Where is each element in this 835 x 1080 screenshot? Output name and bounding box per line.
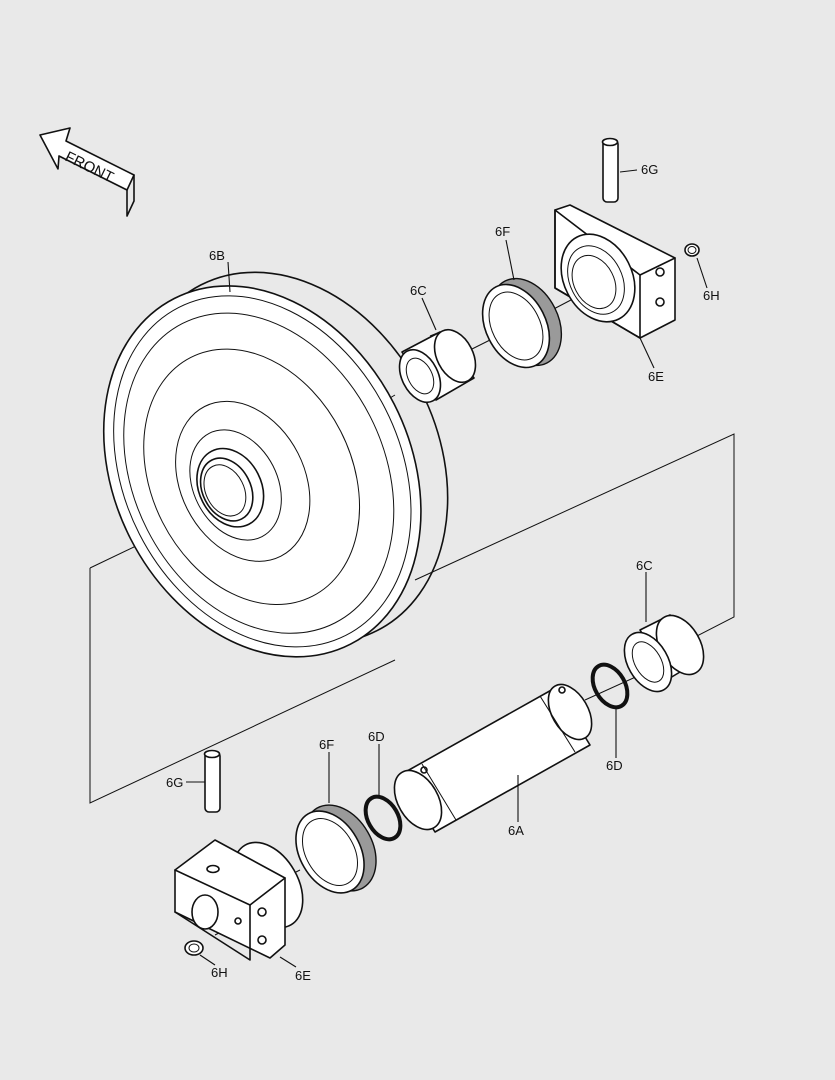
callout-6F-upper: 6F: [495, 224, 510, 239]
callout-6E-upper: 6E: [648, 369, 664, 384]
callout-6C-lower: 6C: [636, 558, 653, 573]
callout-6A: 6A: [508, 823, 524, 838]
seal-6F-upper: [481, 277, 563, 369]
callout-labels: 6B 6C 6F 6G 6H 6E 6C 6D 6A 6D 6F 6G 6H 6…: [166, 162, 720, 983]
seal-6F-lower: [295, 804, 377, 894]
callout-6F-lower: 6F: [319, 737, 334, 752]
bracket-6E-upper: [554, 204, 676, 339]
pin-6G-lower: [203, 749, 221, 813]
collar-6C-upper: [398, 328, 477, 404]
callout-6E-lower: 6E: [295, 968, 311, 983]
idler-wheel-6B: [102, 271, 449, 658]
callout-6C-upper: 6C: [410, 283, 427, 298]
o-ring-6D-left: [363, 794, 403, 842]
callout-6G-upper: 6G: [641, 162, 658, 177]
leader-lines: [186, 169, 708, 968]
callout-6H-upper: 6H: [703, 288, 720, 303]
callout-6D-right: 6D: [606, 758, 623, 773]
front-direction-arrow: FRONT: [39, 127, 135, 217]
plug-6H-lower: [184, 940, 204, 956]
pin-6G-upper: [601, 137, 619, 203]
shaft-6A: [393, 683, 593, 833]
callout-6G-lower: 6G: [166, 775, 183, 790]
o-ring-6D-right: [590, 662, 630, 710]
callout-6H-lower: 6H: [211, 965, 228, 980]
callout-6D-left: 6D: [368, 729, 385, 744]
bracket-6E-lower: [174, 839, 304, 961]
collar-6C-lower: [623, 614, 705, 693]
plug-6H-upper: [684, 243, 700, 257]
callout-6B: 6B: [209, 248, 225, 263]
